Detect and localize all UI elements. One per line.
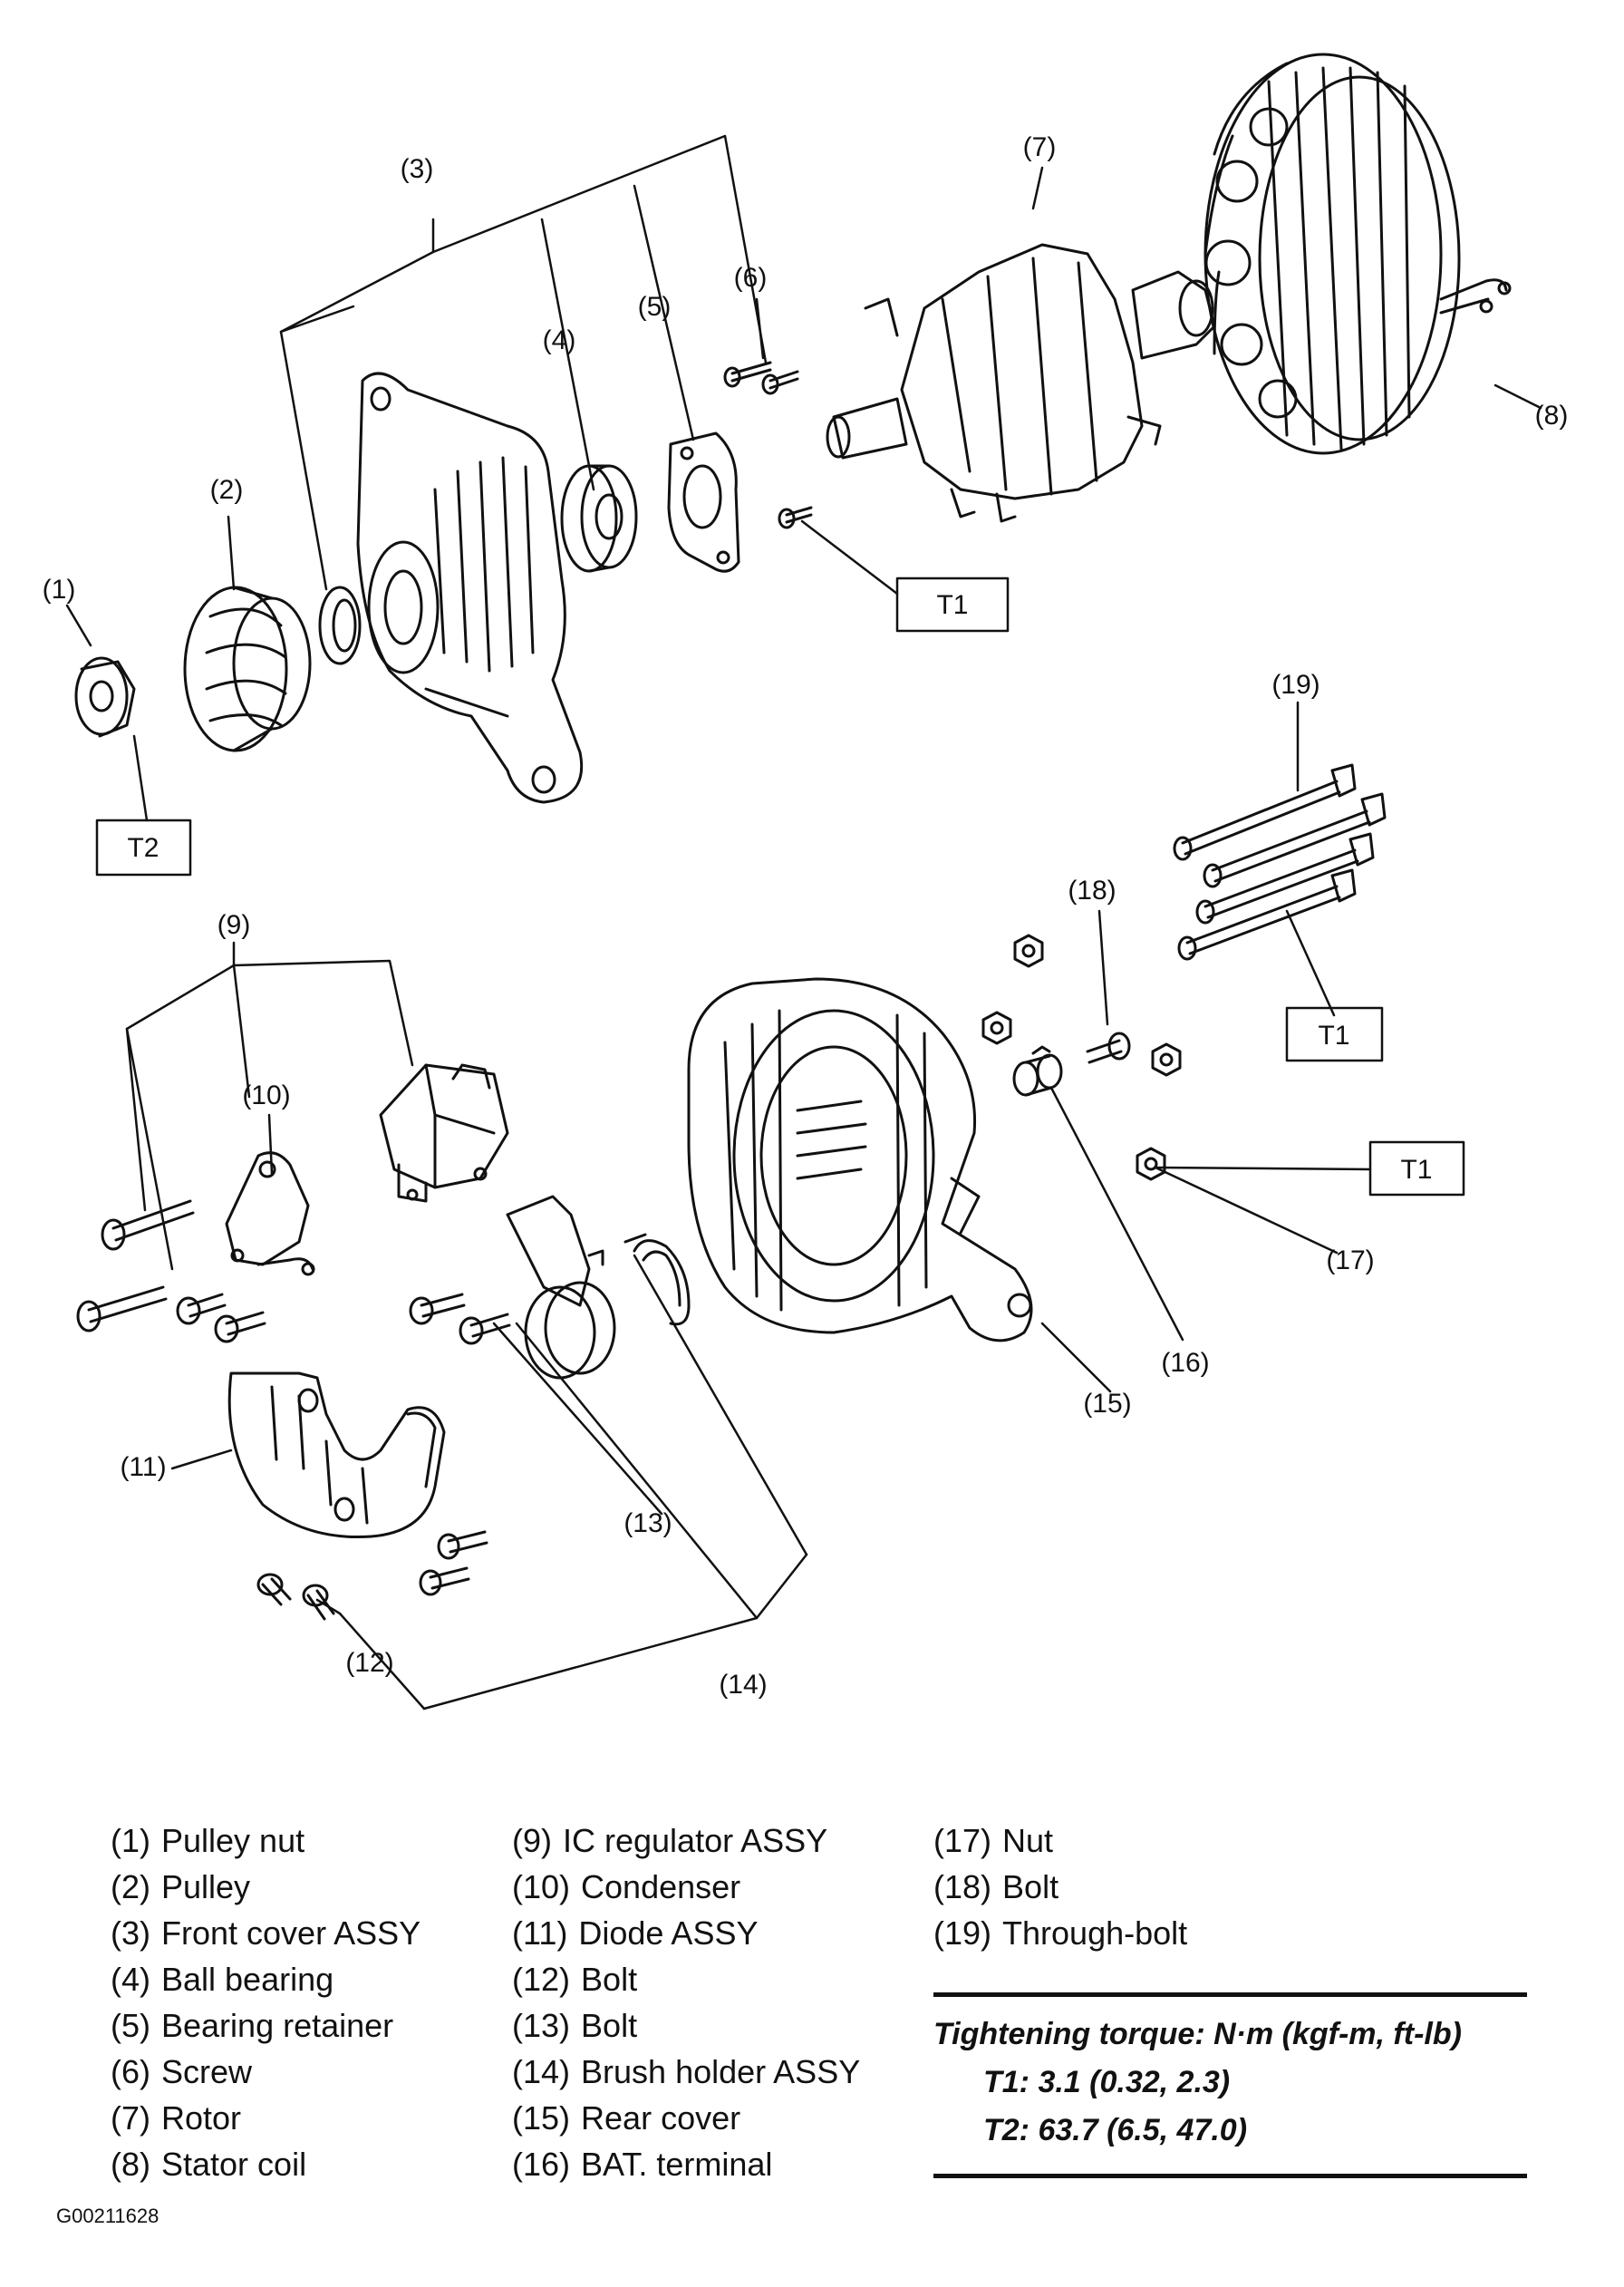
screw-part (723, 361, 813, 529)
torque-t2: T2: 63.7 (6.5, 47.0) (983, 2113, 1248, 2147)
torque-top-rule (933, 1992, 1527, 1997)
ic-regulator-part (379, 1063, 509, 1203)
svg-text:T1: T1 (1318, 1021, 1349, 1051)
diode-assy-part (227, 1371, 446, 1539)
torque-spec-panel: Tightening torque: N·m (kgf-m, ft-lb) T1… (933, 1992, 1527, 2178)
bolt-part (76, 1032, 1131, 1621)
torque-box-t2: T2 (95, 819, 192, 877)
torque-title: Tightening torque: N·m (kgf-m, ft-lb) (933, 2017, 1462, 2051)
legend-item: (7)Rotor (111, 2099, 242, 2137)
callout-15: (15) (1083, 1389, 1131, 1419)
legend-item: (16)BAT. terminal (512, 2146, 773, 2183)
callout-2: (2) (210, 475, 244, 505)
callout-1: (1) (43, 575, 76, 605)
svg-text:T1: T1 (1400, 1155, 1432, 1185)
svg-text:T2: T2 (127, 833, 159, 863)
torque-box-t1-right: T1 (1285, 1006, 1384, 1062)
condenser-part (225, 1151, 315, 1276)
legend-item: (11)Diode ASSY (512, 1914, 759, 1952)
seal-ring-part (318, 586, 362, 665)
front-cover-part (356, 372, 584, 804)
legend-item: (17)Nut (933, 1822, 1054, 1859)
torque-box-t1-upper: T1 (895, 577, 1010, 633)
callout-9: (9) (218, 910, 251, 940)
callout-18: (18) (1068, 876, 1116, 906)
legend-item: (14)Brush holder ASSY (512, 2053, 861, 2090)
legend-item: (1)Pulley nut (111, 1822, 305, 1859)
torque-t1: T1: 3.1 (0.32, 2.3) (983, 2065, 1231, 2099)
callout-19: (19) (1271, 670, 1320, 700)
callout-8: (8) (1535, 401, 1569, 431)
exploded-diagram: T1 T2 T1 T1 (1) (2) (3) (4) (5) (6) (7) … (43, 53, 1569, 1710)
legend-item: (8)Stator coil (111, 2146, 307, 2183)
nut-part (981, 934, 1182, 1181)
legend-item: (18)Bolt (933, 1868, 1059, 1905)
legend-item: (6)Screw (111, 2053, 253, 2090)
legend-item: (13)Bolt (512, 2007, 638, 2044)
stator-coil-part (1204, 53, 1512, 455)
legend-item: (19)Through-bolt (933, 1914, 1188, 1952)
legend-column-1: (1)Pulley nut (2)Pulley (3)Front cover A… (111, 1817, 420, 2187)
legend-column-3: (17)Nut (18)Bolt (19)Through-bolt (933, 1817, 1187, 1956)
bat-terminal-part (1012, 1045, 1063, 1097)
legend-item: (4)Ball bearing (111, 1961, 334, 1998)
callout-3: (3) (401, 154, 434, 184)
ball-bearing-part (560, 464, 638, 573)
callout-14: (14) (719, 1670, 767, 1700)
legend-item: (10)Condenser (512, 1868, 741, 1905)
figure-id: G00211628 (56, 2205, 160, 2227)
legend-item: (5)Bearing retainer (111, 2007, 394, 2044)
legend-item: (9)IC regulator ASSY (512, 1822, 828, 1859)
rear-cover-part (687, 977, 1033, 1342)
callout-17: (17) (1326, 1245, 1374, 1275)
callout-6: (6) (734, 263, 768, 293)
callout-7: (7) (1023, 132, 1057, 162)
callout-10: (10) (242, 1081, 290, 1110)
legend-column-2: (9)IC regulator ASSY (10)Condenser (11)D… (512, 1817, 860, 2187)
brush-holder-part (506, 1195, 691, 1380)
bearing-retainer-part (667, 431, 740, 573)
callout-11: (11) (120, 1452, 166, 1482)
callout-16: (16) (1161, 1348, 1209, 1378)
torque-box-t1-lower: T1 (1368, 1140, 1465, 1197)
callout-4: (4) (543, 325, 576, 355)
pulley-part (183, 586, 312, 752)
legend-item: (15)Rear cover (512, 2099, 741, 2137)
pulley-nut-part (74, 656, 136, 738)
callout-12: (12) (345, 1648, 393, 1678)
callout-13: (13) (624, 1508, 672, 1538)
through-bolt-part (1173, 763, 1387, 961)
rotor-part (826, 243, 1216, 523)
svg-text:T1: T1 (936, 590, 968, 620)
torque-bottom-rule (933, 2174, 1527, 2178)
legend-item: (12)Bolt (512, 1961, 638, 1998)
legend-item: (2)Pulley (111, 1868, 251, 1905)
leader-lines (65, 134, 1542, 1710)
legend-item: (3)Front cover ASSY (111, 1914, 421, 1952)
callout-labels: (1) (2) (3) (4) (5) (6) (7) (8) (9) (10)… (43, 132, 1569, 1700)
callout-5: (5) (638, 292, 672, 322)
